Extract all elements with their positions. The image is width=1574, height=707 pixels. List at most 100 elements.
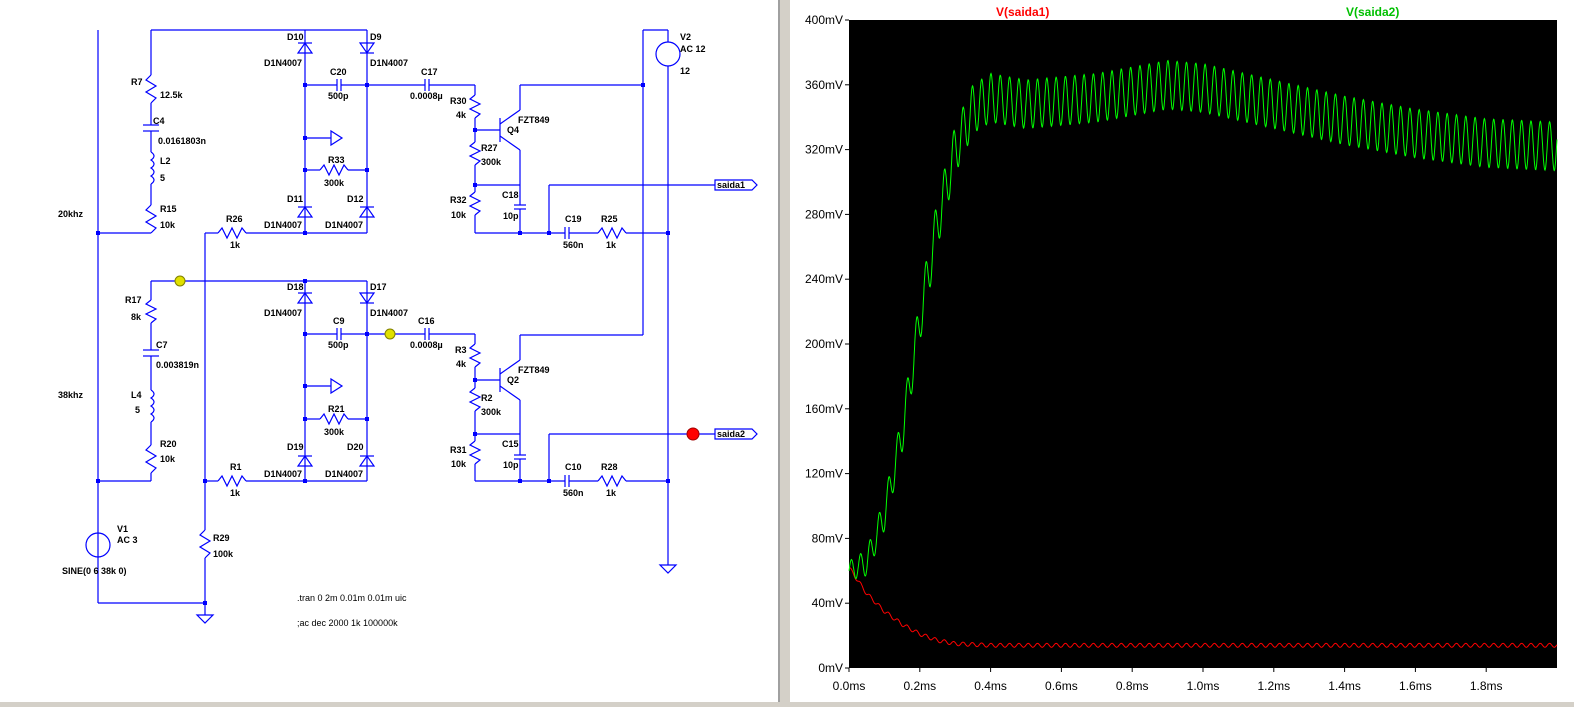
label-l4-value: 5: [135, 405, 140, 415]
label-r30-value: 4k: [456, 110, 467, 120]
label-c20-value: 500p: [328, 91, 349, 101]
label-r27-value: 300k: [481, 157, 502, 167]
label-r21: R21: [328, 404, 345, 414]
label-v1-extra: SINE(0 6 38k 0): [62, 566, 127, 576]
y-tick-label: 400mV: [805, 13, 843, 27]
spice-directive-tran[interactable]: .tran 0 2m 0.01m 0.01m uic: [297, 593, 407, 603]
label-c15: C15: [502, 439, 519, 449]
label-d18: D18: [287, 282, 304, 292]
y-tick-label: 200mV: [805, 337, 843, 351]
label-c19-value: 560n: [563, 240, 584, 250]
label-v2: V2: [680, 32, 691, 42]
label-q2: Q2: [507, 375, 519, 385]
x-tick-label: 0.6ms: [1045, 679, 1078, 693]
label-r3-value: 4k: [456, 359, 467, 369]
x-tick-label: 0.8ms: [1116, 679, 1149, 693]
trace-label-saida1[interactable]: V(saida1): [996, 5, 1049, 19]
label-r27: R27: [481, 143, 498, 153]
label-c7: C7: [156, 340, 168, 350]
label-d17-value: D1N4007: [370, 308, 408, 318]
label-r25: R25: [601, 214, 618, 224]
label-r26-value: 1k: [230, 240, 241, 250]
label-r29: R29: [213, 533, 230, 543]
label-v1: V1: [117, 524, 128, 534]
label-r26: R26: [226, 214, 243, 224]
label-r7-value: 12.5k: [160, 90, 184, 100]
probe-marker-yellow: [174, 275, 186, 287]
spice-directive-ac[interactable]: ;ac dec 2000 1k 100000k: [297, 618, 398, 628]
net-label-saida1: saida1: [717, 180, 745, 190]
label-r25-value: 1k: [606, 240, 617, 250]
label-r28: R28: [601, 462, 618, 472]
label-c7-value: 0.003819n: [156, 360, 199, 370]
label-d11: D11: [287, 194, 303, 204]
label-v1-value: AC 3: [117, 535, 138, 545]
label-c17-value: 0.0008µ: [410, 91, 443, 101]
x-tick-label: 0.2ms: [903, 679, 936, 693]
y-tick-label: 0mV: [818, 661, 843, 675]
label-r21-value: 300k: [324, 427, 345, 437]
x-tick-label: 1.0ms: [1187, 679, 1220, 693]
y-tick-label: 320mV: [805, 143, 843, 157]
y-tick-label: 240mV: [805, 272, 843, 286]
label-d20-value: D1N4007: [325, 469, 363, 479]
label-c16: C16: [418, 316, 435, 326]
schematic-canvas[interactable]: D10 D1N4007 D9 D1N4007 C20 500p C17 0.00…: [0, 0, 778, 702]
trace-saida2: [848, 59, 1558, 580]
label-r2: R2: [481, 393, 493, 403]
label-d9: D9: [370, 32, 382, 42]
label-v2-value: AC 12: [680, 44, 706, 54]
schematic-editor[interactable]: D10 D1N4007 D9 D1N4007 C20 500p C17 0.00…: [0, 0, 780, 702]
y-tick-label: 120mV: [805, 467, 843, 481]
label-r30: R30: [450, 96, 467, 106]
label-r28-value: 1k: [606, 488, 617, 498]
label-l2: L2: [160, 156, 171, 166]
label-r32-value: 10k: [451, 210, 467, 220]
label-d19: D19: [287, 442, 304, 452]
pane-splitter[interactable]: [780, 0, 790, 702]
trace-label-saida2[interactable]: V(saida2): [1346, 5, 1399, 19]
label-c10-value: 560n: [563, 488, 584, 498]
inductor-l2[interactable]: [149, 151, 155, 185]
label-q4: Q4: [507, 125, 519, 135]
label-v2-extra: 12: [680, 66, 690, 76]
x-tick-label: 0.4ms: [974, 679, 1007, 693]
label-q4-value: FZT849: [518, 115, 550, 125]
plot-area[interactable]: [849, 20, 1557, 668]
label-r33-value: 300k: [324, 178, 345, 188]
x-tick-label: 1.6ms: [1399, 679, 1432, 693]
label-r15-value: 10k: [160, 220, 176, 230]
label-r20-value: 10k: [160, 454, 176, 464]
label-r17-value: 8k: [131, 312, 142, 322]
label-d12: D12: [347, 194, 364, 204]
net-label-20khz: 20khz: [58, 209, 84, 219]
label-r2-value: 300k: [481, 407, 502, 417]
label-d11-value: D1N4007: [264, 220, 302, 230]
label-r17: R17: [125, 295, 142, 305]
voltage-source-v1[interactable]: [85, 532, 111, 558]
y-tick-label: 360mV: [805, 78, 843, 92]
net-label-38khz: 38khz: [58, 390, 84, 400]
trace-saida1: [849, 567, 1558, 648]
label-r29-value: 100k: [213, 549, 234, 559]
resistor-r7[interactable]: [144, 74, 158, 104]
y-tick-label: 280mV: [805, 207, 843, 221]
label-d9-value: D1N4007: [370, 58, 408, 68]
label-r33: R33: [328, 155, 345, 165]
y-tick-label: 160mV: [805, 402, 843, 416]
label-r31: R31: [450, 445, 467, 455]
net-flag-saida1[interactable]: [714, 179, 758, 191]
label-d10-value: D1N4007: [264, 58, 302, 68]
voltage-source-v2[interactable]: [655, 41, 681, 67]
label-c17: C17: [421, 67, 438, 77]
label-c9: C9: [333, 316, 345, 326]
label-d20: D20: [347, 442, 364, 452]
waveform-plot[interactable]: 0mV40mV80mV120mV160mV200mV240mV280mV320m…: [790, 0, 1574, 702]
net-flag-saida2[interactable]: [714, 428, 758, 440]
label-c20: C20: [330, 67, 347, 77]
label-r20: R20: [160, 439, 177, 449]
label-c4-value: 0.0161803n: [158, 136, 206, 146]
x-tick-label: 1.4ms: [1328, 679, 1361, 693]
label-l4: L4: [131, 390, 142, 400]
